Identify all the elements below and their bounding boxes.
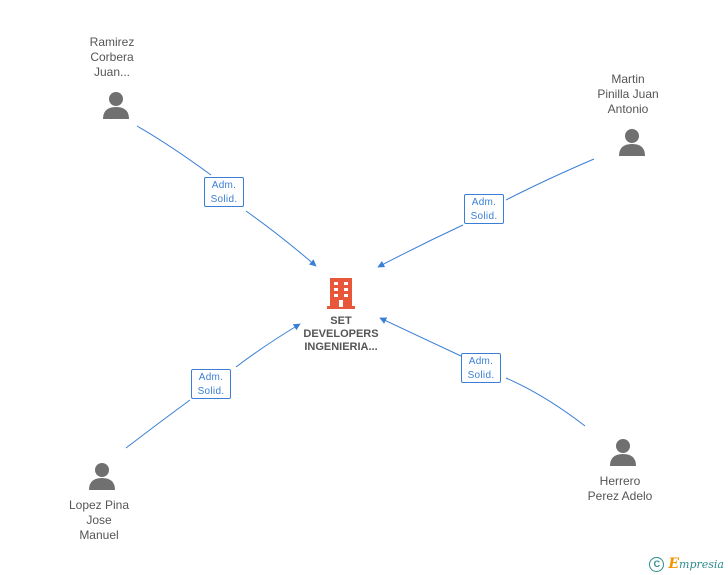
brand-logo: C Empresia xyxy=(649,556,724,572)
role-line-2: Solid. xyxy=(210,193,238,205)
role-line-1: Adm. xyxy=(211,179,237,191)
edge-martin xyxy=(378,158,595,267)
role-badge-herrero: Adm. Solid. xyxy=(461,353,501,383)
role-line-1: Adm. xyxy=(468,355,494,367)
role-badge-ramirez: Adm. Solid. xyxy=(204,177,244,207)
role-line-1: Adm. xyxy=(471,196,497,208)
role-line-2: Solid. xyxy=(470,210,498,222)
edge-ramirez xyxy=(136,125,316,266)
edge-herrero xyxy=(380,318,586,427)
person-icon[interactable] xyxy=(87,461,117,491)
brand-name: Empresia xyxy=(668,556,724,572)
edge-lopez xyxy=(125,324,300,449)
brand-initial: E xyxy=(668,556,680,572)
brand-rest: mpresia xyxy=(679,558,724,571)
person-icon[interactable] xyxy=(608,437,638,467)
building-icon[interactable] xyxy=(325,276,357,310)
person-name-herrero[interactable]: Herrero Perez Adelo xyxy=(587,474,653,503)
role-badge-lopez: Adm. Solid. xyxy=(191,369,231,399)
role-badge-martin: Adm. Solid. xyxy=(464,194,504,224)
role-line-1: Adm. xyxy=(198,371,224,383)
person-icon[interactable] xyxy=(101,90,131,120)
person-icon[interactable] xyxy=(617,127,647,157)
copyright-icon: C xyxy=(649,556,665,572)
person-name-ramirez[interactable]: Ramirez Corbera Juan... xyxy=(89,35,135,79)
role-line-2: Solid. xyxy=(197,385,225,397)
company-name[interactable]: SET DEVELOPERS INGENIERIA... xyxy=(303,315,379,353)
role-line-2: Solid. xyxy=(467,369,495,381)
person-name-lopez[interactable]: Lopez Pina Jose Manuel xyxy=(68,498,130,542)
person-name-martin[interactable]: Martin Pinilla Juan Antonio xyxy=(597,72,659,116)
